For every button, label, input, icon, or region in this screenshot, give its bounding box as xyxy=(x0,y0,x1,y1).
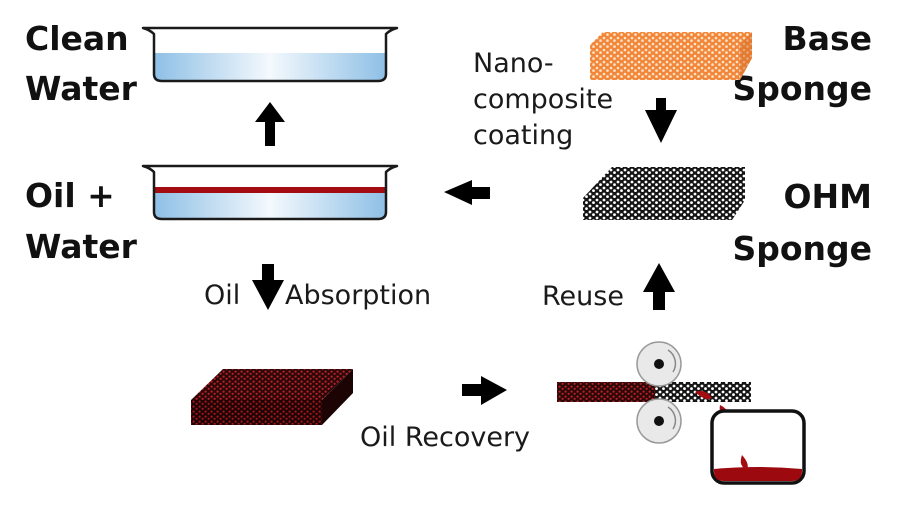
base-sponge-side xyxy=(740,32,752,80)
base-sponge-body xyxy=(590,32,752,80)
arrow-up-reuse-icon xyxy=(643,263,675,310)
coating-label: Nano- composite coating xyxy=(473,48,613,151)
arrow-right-icon xyxy=(462,376,507,405)
oil-recovery-label: Oil Recovery xyxy=(360,422,530,453)
water-layer xyxy=(155,193,385,218)
oil-layer xyxy=(155,187,385,193)
arrow-down-icon xyxy=(645,98,677,143)
arrow-left-icon xyxy=(444,180,490,205)
collected-oil xyxy=(714,467,802,481)
clean-water-dish xyxy=(141,26,399,83)
ohm-sponge xyxy=(583,167,745,220)
arrow-down-absorption-icon xyxy=(252,264,284,310)
clean-water-fill xyxy=(155,53,385,80)
squeeze-roller-assembly xyxy=(557,341,806,485)
oil-collection-container xyxy=(710,409,806,485)
coating-label-line2: composite xyxy=(473,84,613,115)
clean-water-label: Clean Water xyxy=(25,19,138,108)
clean-water-label-line1: Clean xyxy=(25,19,129,58)
oil-water-label-line2: Water xyxy=(25,227,138,266)
bottom-roller xyxy=(636,398,682,444)
oil-water-label-line1: Oil + xyxy=(25,176,115,215)
coating-label-line1: Nano- xyxy=(473,48,554,79)
soaked-sponge-side xyxy=(322,369,353,425)
ohm-sponge-label-line1: OHM xyxy=(783,177,872,216)
soaked-sponge xyxy=(191,369,353,425)
ohm-sponge-body xyxy=(583,167,745,220)
clean-water-label-line2: Water xyxy=(25,69,138,108)
soaked-sponge-top xyxy=(191,369,353,400)
soaked-sponge-strip xyxy=(557,382,657,402)
ohm-sponge-label: OHM Sponge xyxy=(732,177,872,268)
oil-absorption-label-absorption: Absorption xyxy=(285,280,431,311)
base-sponge-label: Base Sponge xyxy=(732,19,872,108)
arrow-up-icon xyxy=(255,102,285,146)
soaked-sponge-front xyxy=(191,400,322,425)
top-roller xyxy=(636,341,682,387)
reuse-label: Reuse xyxy=(542,281,624,312)
clean-water-dish-outline xyxy=(141,26,399,83)
oil-water-label: Oil + Water xyxy=(25,176,138,266)
ohm-sponge-label-line2: Sponge xyxy=(732,229,872,268)
oil-absorption-label-oil: Oil xyxy=(204,280,240,311)
base-sponge-label-line1: Base xyxy=(783,19,872,58)
coating-label-line3: coating xyxy=(473,120,573,151)
oil-water-dish-outline xyxy=(141,164,399,221)
base-sponge xyxy=(590,32,752,80)
oil-water-dish xyxy=(141,164,399,221)
base-sponge-label-line2: Sponge xyxy=(732,69,872,108)
